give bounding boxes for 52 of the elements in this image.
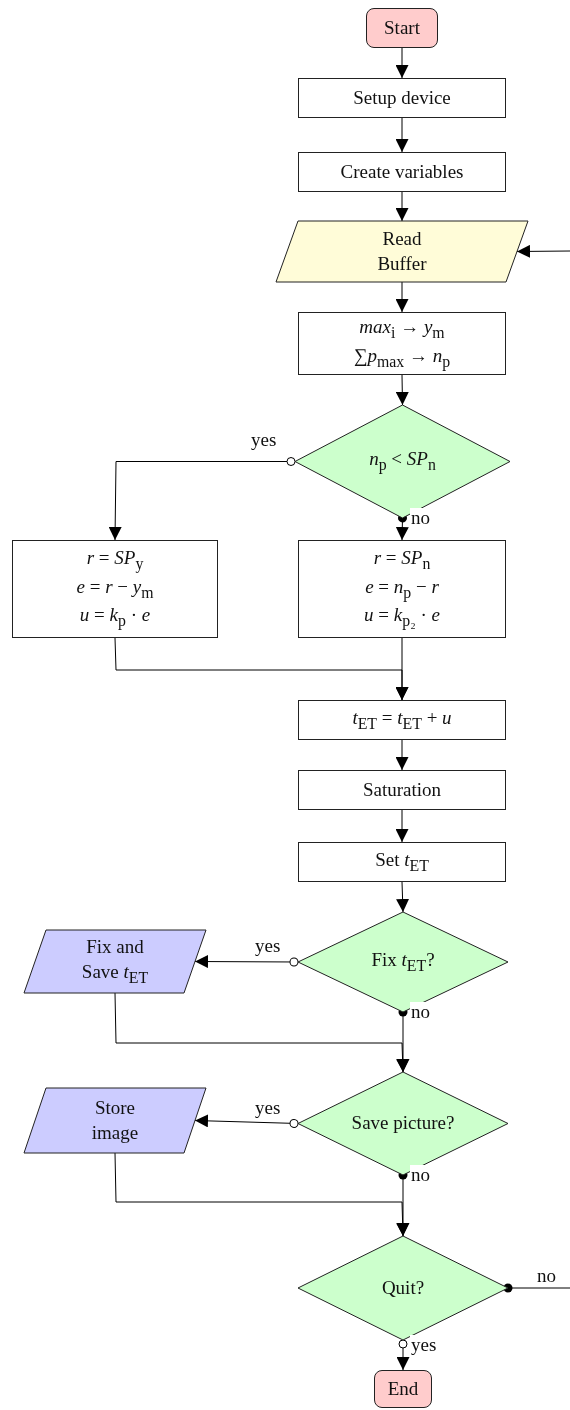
edge-label: no <box>410 508 431 527</box>
process-box <box>298 842 506 882</box>
arrow <box>194 1114 299 1128</box>
arrow <box>396 881 410 913</box>
node-text: End <box>387 1376 419 1401</box>
process-box <box>298 78 506 118</box>
process-box <box>298 152 506 192</box>
edge-label: no <box>410 1165 431 1184</box>
edge-label: no <box>410 1002 431 1021</box>
arrow <box>395 809 409 843</box>
node-text: Create variables <box>340 159 464 184</box>
node-text: Saturation <box>362 777 442 802</box>
node-text: u = k$_{p}$ · e <box>79 603 151 632</box>
node-text: Fix and Save t$_{ET}$ <box>80 934 150 988</box>
node-text: Start <box>384 15 420 40</box>
node-text: Save picture? <box>351 1111 455 1136</box>
node-text: u = k$_{p₂}$ · e <box>364 603 440 632</box>
node-text: t$_{ET}$ = t$_{ET}$ + u <box>352 705 452 734</box>
arrow <box>396 1339 410 1371</box>
process-box <box>298 770 506 810</box>
node-text: Quit? <box>381 1275 425 1300</box>
node-text: e = r − y$_{m}$ <box>76 574 154 603</box>
process-box <box>12 540 218 638</box>
arrow <box>395 739 409 771</box>
terminal-box <box>366 8 438 48</box>
arrow <box>395 281 409 313</box>
node-text: Set t$_{ET}$ <box>375 847 429 876</box>
terminal-box <box>374 1370 432 1408</box>
arrow <box>108 457 296 541</box>
node-text: ∑p$_{max}$ → n$_{p}$ <box>353 343 451 372</box>
arrow <box>194 955 299 969</box>
arrow <box>395 374 409 406</box>
process-box <box>298 312 506 375</box>
node-text: r = SP$_{y}$ <box>86 546 144 575</box>
node-text: r = SP$_{n}$ <box>373 546 431 575</box>
node-text: e = n$_{p}$ − r <box>365 574 439 604</box>
arrow <box>395 47 409 79</box>
arrow <box>395 191 409 222</box>
process-box <box>298 700 506 740</box>
node-text: Store image <box>90 1095 140 1145</box>
node-text: Read Buffer <box>376 226 428 276</box>
node-text: max$_{i}$ → y$_{m}$ <box>359 315 445 343</box>
arrow <box>395 117 409 153</box>
arrow <box>114 1152 410 1237</box>
edge-label: yes <box>410 1335 438 1354</box>
arrow <box>114 992 410 1073</box>
node-text: Setup device <box>353 85 451 110</box>
arrow <box>395 637 409 701</box>
node-text: Fix t$_{ET}$? <box>371 947 435 976</box>
process-box <box>298 540 506 638</box>
arrow <box>516 244 570 258</box>
node-text: n$_{p}$ < SP$_{n}$ <box>369 447 436 476</box>
